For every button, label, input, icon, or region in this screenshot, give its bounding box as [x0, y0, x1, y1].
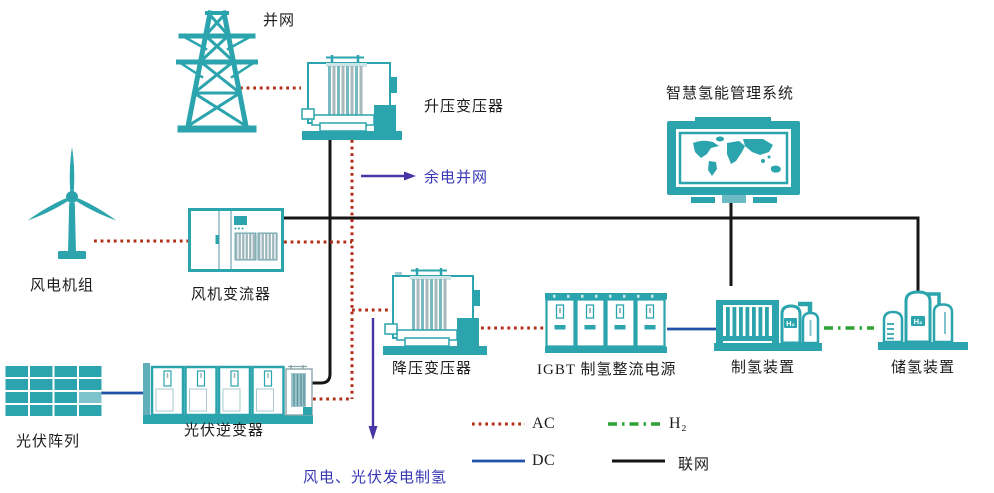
stepup-transformer-label: 升压变压器	[424, 99, 505, 115]
h2-storage-icon: H₂	[878, 290, 968, 350]
renewable-h2-arrow-head	[368, 426, 378, 440]
network-bus-line	[284, 216, 920, 291]
h2-storage-label: 储氢装置	[891, 360, 956, 376]
legend-network-label: 联网	[678, 457, 711, 473]
igbt-rectifier-icon	[545, 293, 667, 353]
stepup-transformer-icon	[301, 55, 402, 140]
wind-turbine-icon	[27, 147, 117, 259]
h2-production-tank-tag: H₂	[786, 319, 795, 328]
renewable-to-h2-annotation: 风电、光伏发电制氢	[303, 470, 448, 486]
h2-storage-tank-tag: H₂	[914, 317, 923, 326]
h2-production-icon: H₂	[714, 300, 822, 351]
h2-production-label: 制氢装置	[731, 360, 796, 376]
inverter-transformer-unit	[285, 365, 313, 416]
transmission-tower-icon	[176, 10, 258, 133]
world-map	[693, 136, 781, 176]
pv-array-icon	[5, 366, 102, 416]
pv-inverter-label: 光伏逆变器	[184, 423, 265, 439]
legend-dc-label: DC	[532, 452, 556, 469]
surplus-arrow-head	[404, 171, 416, 181]
pv-inverter-icon	[143, 363, 313, 424]
surplus-to-grid-annotation: 余电并网	[424, 170, 489, 186]
management-system-label: 智慧氢能管理系统	[666, 86, 795, 102]
stepdown-transformer-label: 降压变压器	[392, 361, 473, 377]
network-line-transformer-to-inverter	[308, 140, 332, 385]
pv-array-label: 光伏阵列	[16, 434, 81, 450]
legend-ac-label: AC	[532, 415, 556, 432]
legend-h2-label: H₂	[669, 415, 688, 432]
wind-converter-icon	[188, 208, 284, 272]
grid-tower-label: 并网	[263, 13, 296, 29]
stepdown-transformer-icon	[383, 268, 487, 355]
igbt-rectifier-label: IGBT 制氢整流电源	[537, 362, 677, 378]
management-system-monitor-icon	[667, 117, 800, 203]
wind-turbine-label: 风电机组	[30, 278, 95, 294]
wind-converter-label: 风机变流器	[191, 287, 272, 303]
